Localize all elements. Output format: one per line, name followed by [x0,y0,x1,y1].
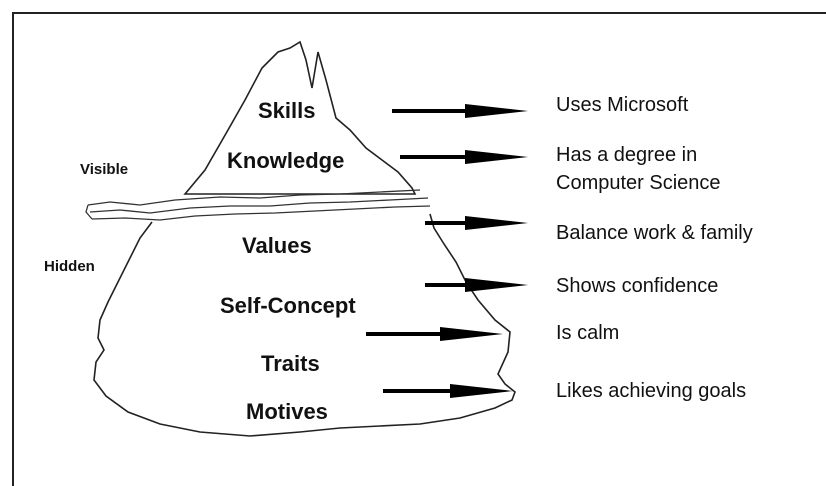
diagram-frame [12,12,826,486]
knowledge-label: Knowledge [227,148,345,173]
arrow-motives [383,384,513,398]
iceberg-body [93,213,516,437]
values-label: Values [242,233,312,258]
example-calm: Is calm [556,322,620,344]
waterline-middle [89,197,429,214]
arrow-knowledge [400,150,528,164]
arrow-self-concept [425,278,528,292]
arrow-traits [366,327,503,341]
example-confidence: Shows confidence [556,275,719,297]
hidden-label: Hidden [44,258,95,275]
example-degree-line2: Computer Science [556,172,721,194]
example-balance: Balance work & family [556,222,753,244]
motives-label: Motives [246,399,328,424]
example-goals: Likes achieving goals [556,380,747,402]
waterline-upper [87,189,421,206]
arrow-skills [392,104,528,118]
skills-label: Skills [258,98,316,123]
iceberg-tip [183,40,417,195]
traits-label: Traits [261,351,320,376]
waterline-lower [91,205,431,221]
arrow-values [425,216,528,230]
self-concept-label: Self-Concept [220,293,356,318]
visible-label: Visible [80,161,129,178]
example-uses-microsoft: Uses Microsoft [556,94,689,116]
example-degree-line1: Has a degree in [556,144,698,166]
waterline-left-cap [85,204,93,220]
